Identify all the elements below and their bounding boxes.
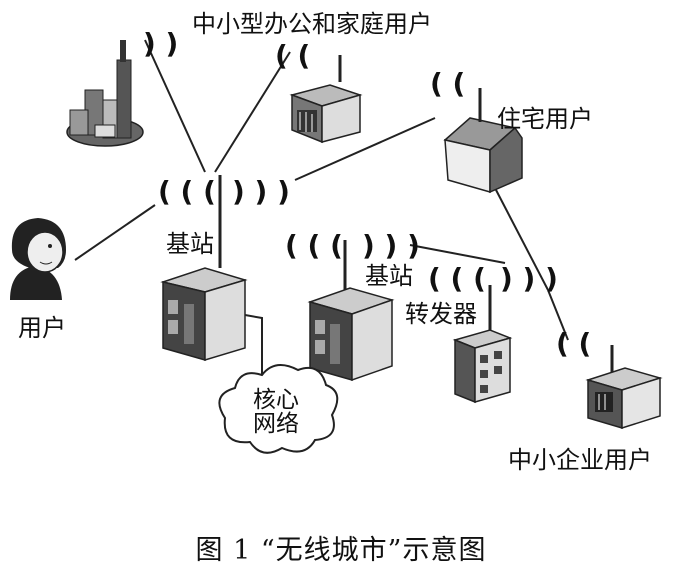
server-tower-icon xyxy=(160,175,248,362)
figure-caption: 图 1 “无线城市”示意图 xyxy=(195,535,487,566)
signal-wave-icon: ( ( ( xyxy=(285,229,343,262)
house-icon xyxy=(443,88,523,194)
person-icon xyxy=(10,218,66,300)
cloud-icon xyxy=(218,364,339,454)
signal-wave-icon: ) ) ) xyxy=(362,229,420,262)
signal-wave-icon: ) ) ) xyxy=(232,175,290,208)
office-building-icon xyxy=(289,55,363,144)
apartment-building-icon xyxy=(452,285,513,404)
label-soho-users: 中小型办公和家庭用户 xyxy=(192,10,432,38)
label-base-station-1: 基站 xyxy=(166,230,214,258)
skyscraper-cluster-icon xyxy=(66,40,144,147)
label-residential-users: 住宅用户 xyxy=(497,105,593,133)
label-repeater: 转发器 xyxy=(405,300,477,328)
label-user: 用户 xyxy=(18,314,66,342)
connection-lines xyxy=(74,39,569,407)
signal-wave-icon: ) ) ) xyxy=(500,262,558,295)
label-core-network: 核心 网络 xyxy=(246,388,306,436)
label-core-network-line1: 核心 xyxy=(253,387,299,413)
label-sme-users: 中小企业用户 xyxy=(508,446,652,474)
signal-wave-icon: ( ( xyxy=(275,39,311,72)
label-base-station-2: 基站 xyxy=(365,262,413,290)
signal-wave-icon: ( ( ( xyxy=(428,262,486,295)
signal-wave-icon: ) ) xyxy=(143,27,179,60)
signal-wave-icon: ( ( ( xyxy=(158,175,216,208)
signal-wave-icon: ( ( xyxy=(430,67,466,100)
signal-wave-icon: ( ( xyxy=(556,327,592,360)
label-core-network-line2: 网络 xyxy=(253,411,299,438)
server-tower-icon xyxy=(307,240,395,382)
small-office-icon xyxy=(585,345,663,430)
